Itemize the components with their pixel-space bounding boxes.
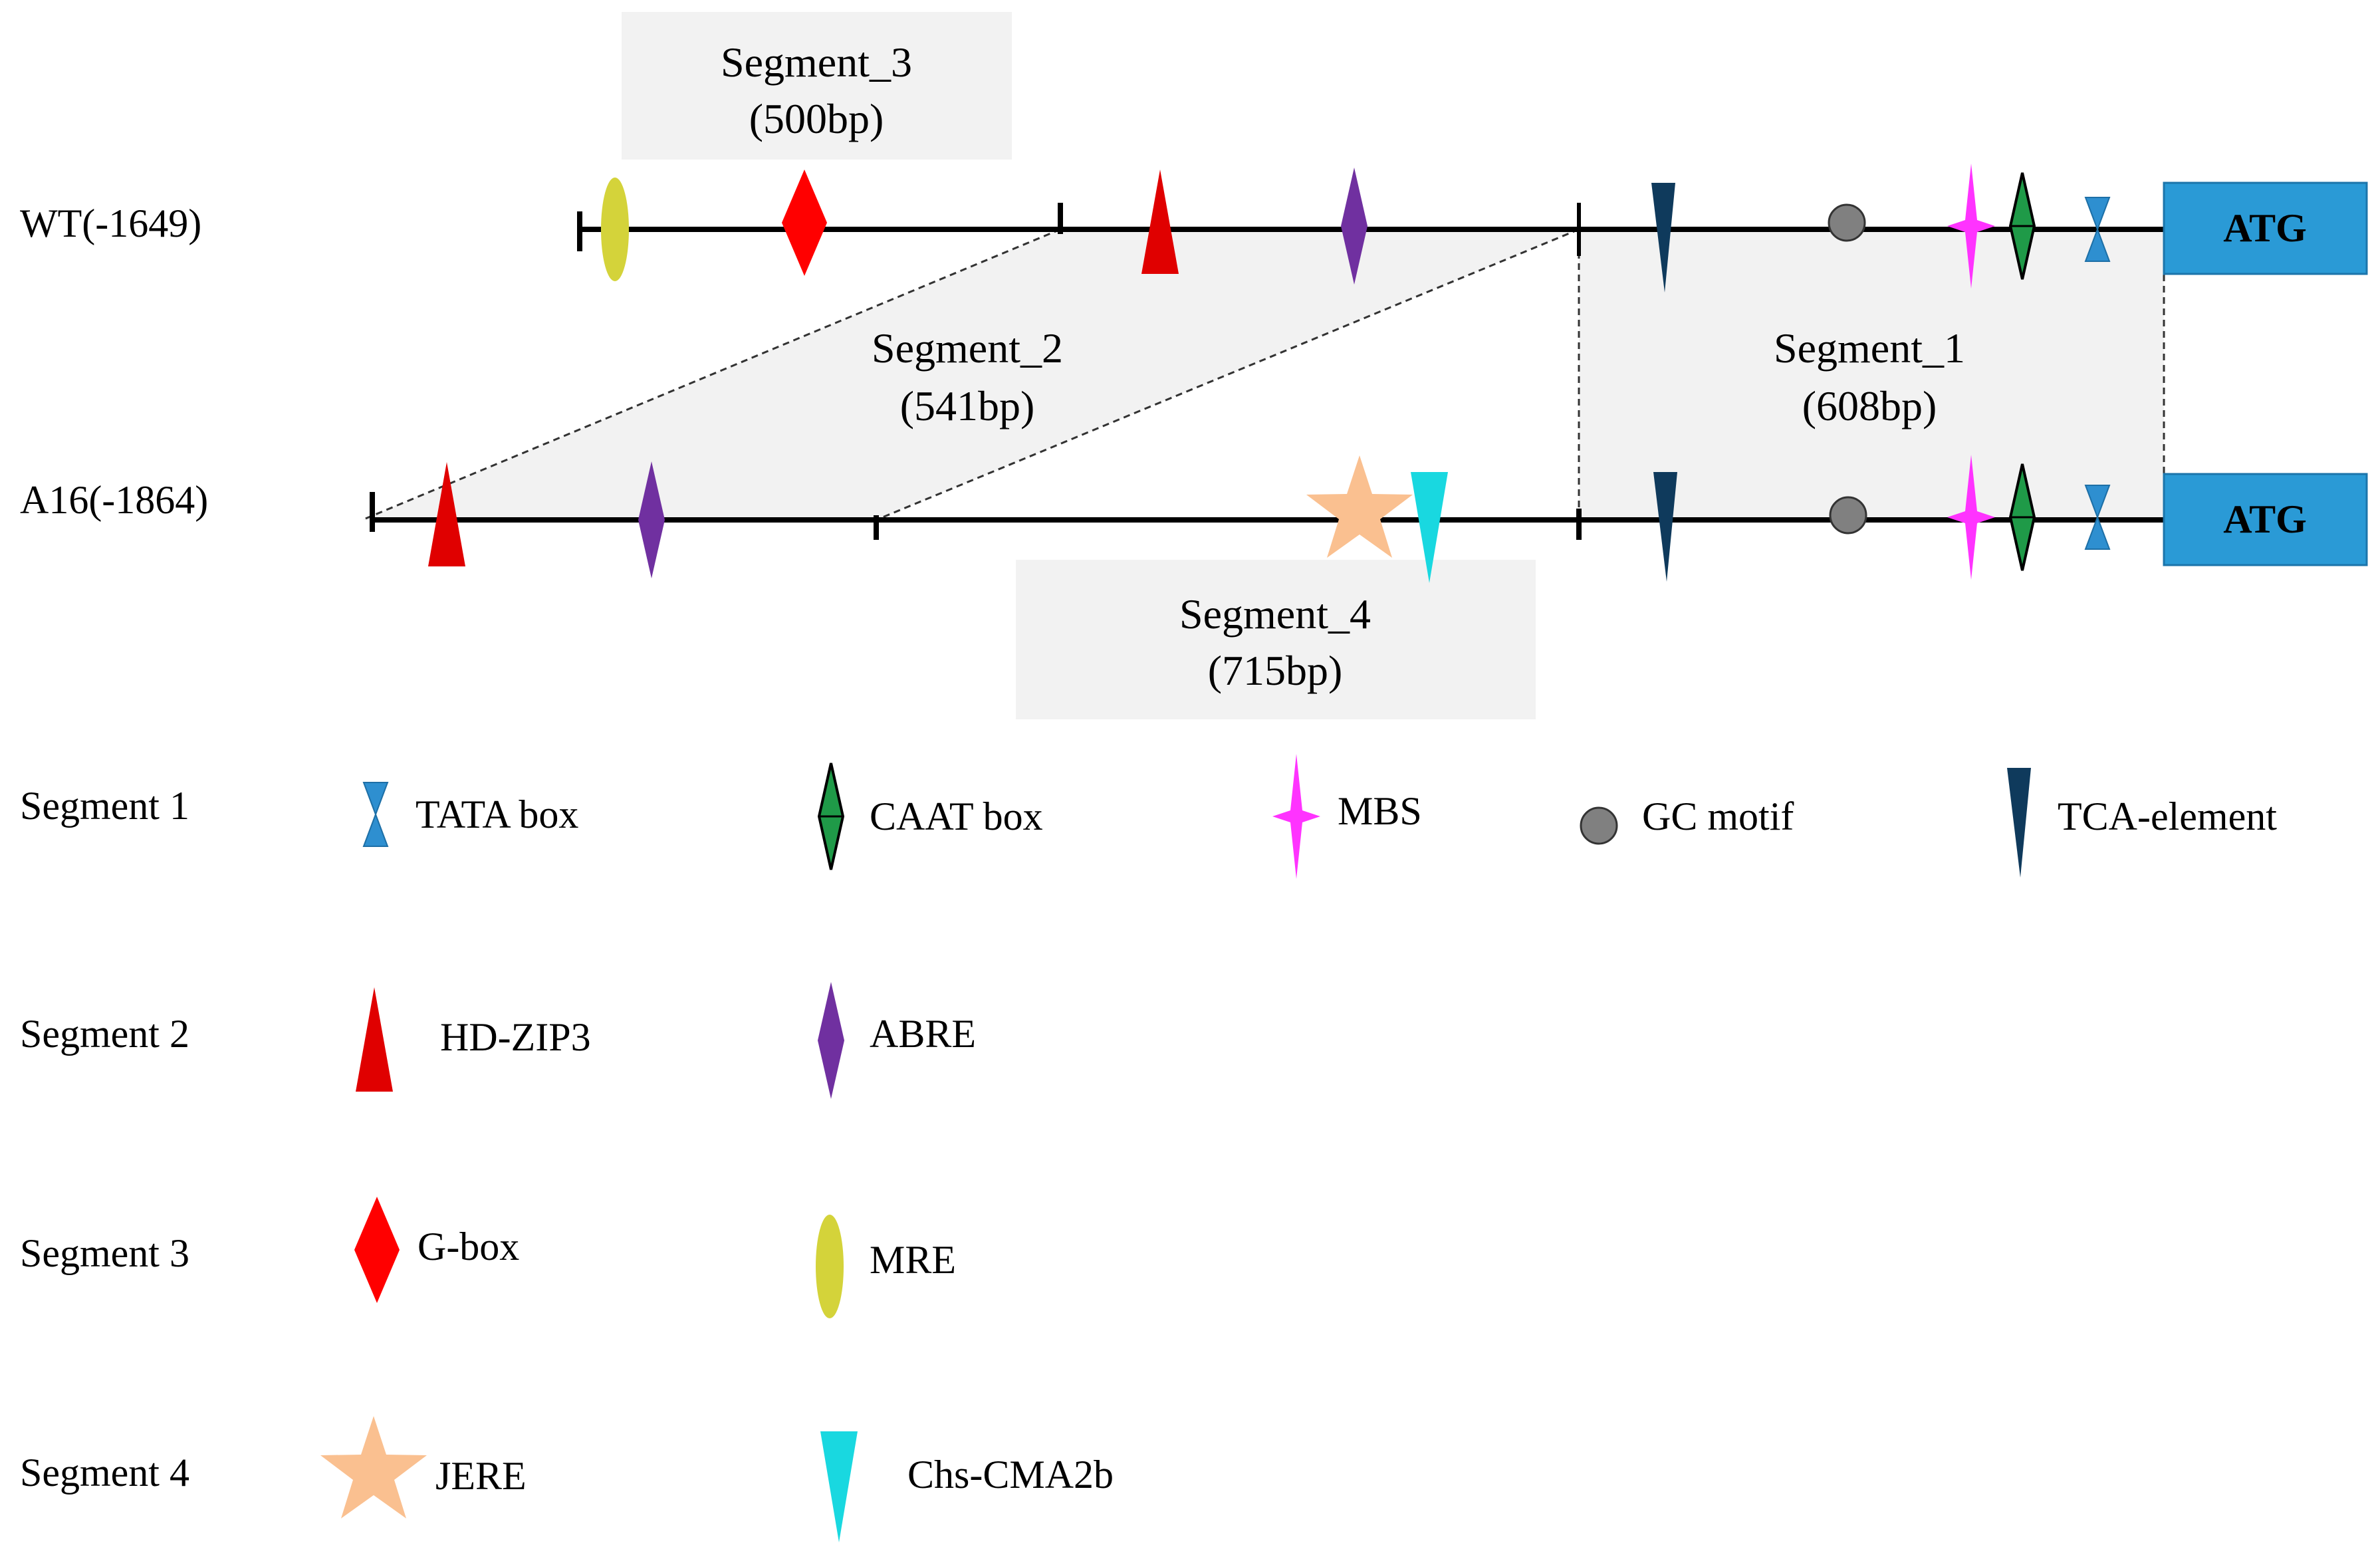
wt-atg-label: ATG xyxy=(2223,206,2307,250)
segment-1-region xyxy=(1579,229,2164,520)
a16-tca-element-icon xyxy=(1653,472,1677,582)
segment-3-size: (500bp) xyxy=(749,95,884,142)
wt-promoter-line xyxy=(577,203,2164,256)
segment-2-region xyxy=(362,229,1579,520)
segment-4-size: (715bp) xyxy=(1208,647,1343,694)
a16-atg-label: ATG xyxy=(2223,497,2307,541)
tca-element-icon xyxy=(2007,768,2031,878)
mbs-icon xyxy=(1272,754,1320,879)
wt-hd-zip3-icon xyxy=(1141,170,1179,274)
chs-cma2b-icon xyxy=(820,1431,858,1542)
legend-row-label: Segment 4 xyxy=(20,1451,189,1495)
wt-atg-box: ATG xyxy=(2163,181,2368,275)
gc-motif-icon xyxy=(1580,806,1618,845)
tata-box-icon xyxy=(363,782,388,847)
legend-item-label: JERE xyxy=(435,1454,527,1498)
a16-gc-motif-icon xyxy=(1829,496,1867,535)
segment-3-box xyxy=(622,12,1012,160)
segment-2-name: Segment_2 xyxy=(872,324,1063,372)
legend-row-label: Segment 1 xyxy=(20,784,189,828)
segment-1-name: Segment_1 xyxy=(1774,324,1965,372)
jere-icon xyxy=(320,1416,427,1518)
legend-row-label: Segment 3 xyxy=(20,1231,189,1275)
segment-4-box xyxy=(1016,560,1536,719)
mre-icon xyxy=(816,1215,844,1318)
legend-item-label: HD-ZIP3 xyxy=(440,1015,591,1059)
legend-item-label: Chs-CMA2b xyxy=(907,1453,1114,1497)
caat-box-icon xyxy=(818,762,844,871)
segment-connectors xyxy=(362,228,2165,521)
a16-jere-icon xyxy=(1306,455,1413,558)
segment-3-name: Segment_3 xyxy=(721,39,912,86)
hd-zip3-icon xyxy=(356,987,393,1092)
legend-item-label: CAAT box xyxy=(870,794,1043,838)
wt-g-box-icon xyxy=(782,170,827,276)
wt-gc-motif-icon xyxy=(1828,203,1866,242)
a16-atg-box: ATG xyxy=(2163,473,2368,566)
wt-row-label: WT(-1649) xyxy=(20,201,201,245)
segment-1-size: (608bp) xyxy=(1802,382,1937,429)
legend-item-label: MBS xyxy=(1338,789,1422,833)
legend-item-label: G-box xyxy=(417,1225,519,1268)
abre-icon xyxy=(818,982,844,1099)
wt-mre-icon xyxy=(601,178,629,281)
segment-4-name: Segment_4 xyxy=(1179,590,1371,638)
legend-item-label: TCA-element xyxy=(2058,794,2277,838)
g-box-icon xyxy=(354,1197,400,1303)
legend-row-label: Segment 2 xyxy=(20,1012,189,1056)
legend: Segment 1 TATA box CAAT box MBS GC motif… xyxy=(20,754,2277,1542)
legend-item-label: GC motif xyxy=(1642,794,1794,838)
legend-item-label: ABRE xyxy=(870,1012,976,1056)
segment-2-size: (541bp) xyxy=(900,382,1035,429)
a16-row-label: A16(-1864) xyxy=(20,478,208,522)
legend-item-label: TATA box xyxy=(416,792,578,836)
legend-item-label: MRE xyxy=(870,1238,956,1282)
